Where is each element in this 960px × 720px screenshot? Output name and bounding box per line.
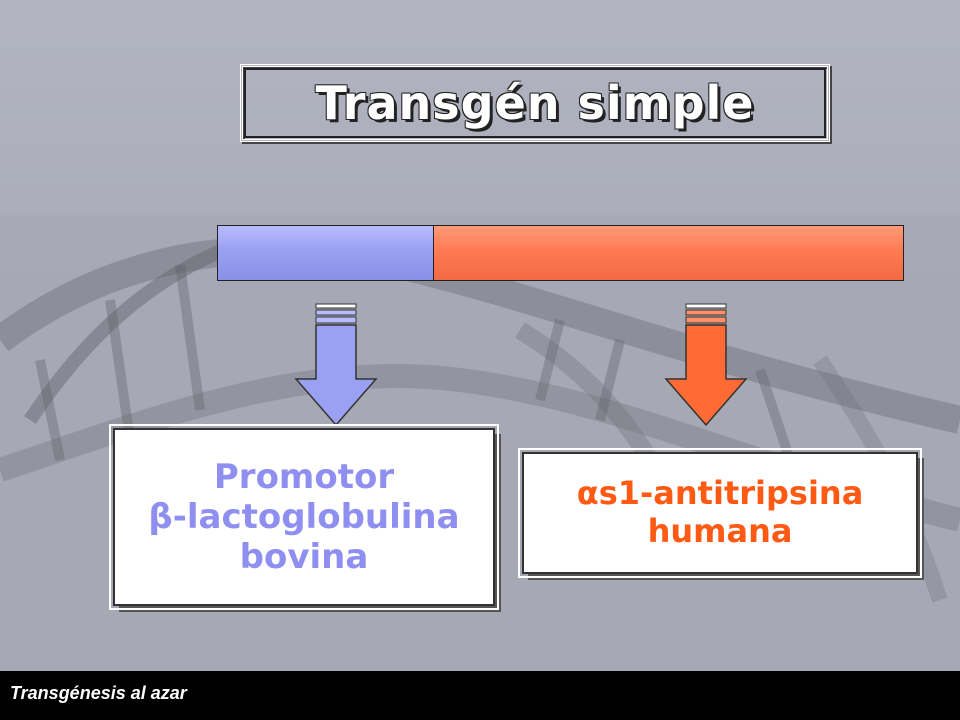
promoter-label-line2: β-lactoglobulina bbox=[148, 496, 460, 537]
gene-arrow bbox=[664, 303, 748, 427]
footer-bar: Transgénesis al azar bbox=[0, 671, 960, 720]
promoter-arrow bbox=[294, 303, 378, 427]
gene-segment bbox=[434, 226, 903, 280]
page-title: Transgén simple bbox=[315, 76, 755, 130]
promoter-segment bbox=[218, 226, 434, 280]
gene-label-box: αs1-antitripsina humana bbox=[518, 448, 922, 578]
gene-label-line1: αs1-antitripsina bbox=[576, 474, 864, 513]
title-box: Transgén simple bbox=[240, 64, 830, 142]
promoter-label-line3: bovina bbox=[239, 537, 369, 578]
gene-label-line2: humana bbox=[647, 512, 793, 550]
transgene-construct-bar bbox=[217, 225, 904, 281]
promoter-label-line1: Promotor bbox=[213, 456, 395, 497]
promoter-label-box: Promotor β-lactoglobulina bovina bbox=[109, 424, 499, 610]
footer-caption: Transgénesis al azar bbox=[10, 683, 187, 703]
